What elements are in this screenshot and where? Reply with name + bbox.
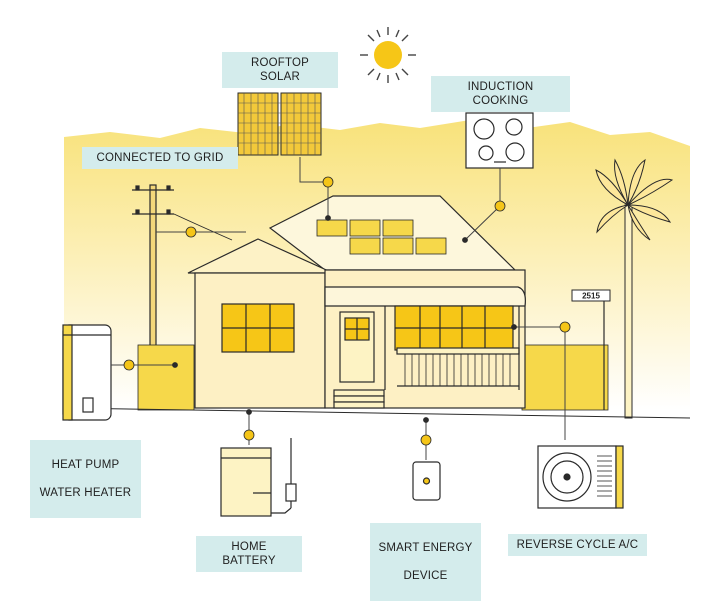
ground-line xyxy=(63,407,691,419)
smart-energy-device-icon xyxy=(412,461,441,501)
energy-home-diagram: 2515 xyxy=(30,27,691,601)
induction-cooktop-icon xyxy=(465,112,534,169)
label-home-battery: HOME BATTERY xyxy=(196,536,302,572)
water-heater-icon xyxy=(62,324,112,421)
house-illustration: 2515 xyxy=(62,27,691,517)
sun-icon xyxy=(360,27,416,83)
house-number-sign xyxy=(571,289,611,410)
label-smart-energy-line2: DEVICE xyxy=(403,570,448,582)
solar-panel-icon xyxy=(237,92,322,156)
left-fence xyxy=(137,344,195,411)
label-heat-pump-water-heater: HEAT PUMP WATER HEATER xyxy=(30,440,141,518)
label-smart-energy-line1: SMART ENERGY xyxy=(378,542,473,554)
label-reverse-cycle-ac: REVERSE CYCLE A/C xyxy=(508,534,647,556)
label-heat-pump-line1: HEAT PUMP xyxy=(51,459,120,471)
label-induction-cooking: INDUCTION COOKING xyxy=(431,76,570,112)
label-rooftop-solar: ROOFTOP SOLAR xyxy=(222,52,338,88)
palm-tree xyxy=(595,158,674,419)
label-heat-pump-line2: WATER HEATER xyxy=(39,487,132,499)
house-number: 2515 xyxy=(582,292,600,301)
home-battery-icon xyxy=(220,438,297,517)
ac-unit-icon xyxy=(537,445,624,509)
house xyxy=(187,195,526,409)
label-connected-to-grid: CONNECTED TO GRID xyxy=(82,147,238,169)
connector-dots xyxy=(123,176,571,446)
label-smart-energy-device: SMART ENERGY DEVICE xyxy=(370,523,481,601)
